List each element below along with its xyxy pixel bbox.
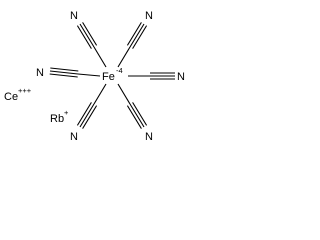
cerium-ion: Ce +++ <box>4 86 32 103</box>
structure-canvas: N N N N N N Fe -4 Ce +++ Rb + <box>0 0 194 170</box>
rb-symbol: Rb <box>50 113 64 125</box>
triple-bond-upper-right <box>126 22 148 49</box>
fe-charge: -4 <box>116 66 123 75</box>
n-upper-left: N <box>70 10 78 22</box>
bond-fe-c-upper-left <box>93 46 107 68</box>
rb-charge: + <box>64 108 69 117</box>
bond-fe-c-lower-left <box>93 83 107 105</box>
n-left: N <box>36 67 44 79</box>
nitrogen-labels: N N N N N N <box>36 10 185 143</box>
bond-fe-c-lower-right <box>117 83 131 105</box>
rubidium-ion: Rb + <box>50 108 69 125</box>
ce-symbol: Ce <box>4 91 18 103</box>
cn-triple-bonds <box>49 22 175 129</box>
n-lower-left: N <box>70 131 78 143</box>
triple-bond-left <box>49 67 79 78</box>
n-upper-right: N <box>145 10 153 22</box>
ce-charge: +++ <box>18 86 32 95</box>
triple-bond-right <box>150 72 175 80</box>
bond-fe-c-left <box>77 73 101 77</box>
triple-bond-upper-left <box>76 22 98 49</box>
fe-symbol: Fe <box>102 71 115 83</box>
central-iron-atom: Fe -4 <box>102 66 123 83</box>
chemical-structure: N N N N N N Fe -4 Ce +++ Rb + <box>4 10 185 143</box>
triple-bond-lower-left <box>76 102 98 129</box>
n-right: N <box>177 71 185 83</box>
triple-bond-lower-right <box>126 102 148 129</box>
fe-c-bonds <box>77 46 150 105</box>
bond-fe-c-upper-right <box>117 46 131 68</box>
n-lower-right: N <box>145 131 153 143</box>
